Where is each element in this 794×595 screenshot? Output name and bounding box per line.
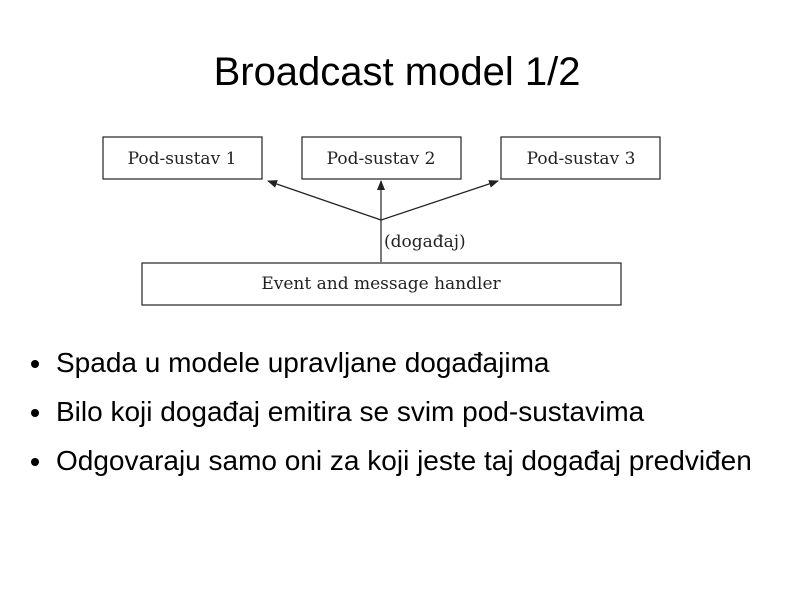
event-label: (događaj) [384, 232, 466, 252]
event-handler-box: Event and message handler [141, 262, 622, 306]
bullet-list: Spada u modele upravljane događajima Bil… [28, 346, 768, 493]
arrow-to-subsystem-1 [267, 180, 382, 221]
subsystem-label-2: Pod-sustav 2 [327, 149, 436, 169]
bullet-dot-icon [31, 360, 39, 368]
slide-title: Broadcast model 1/2 [213, 50, 581, 94]
subsystem-label-3: Pod-sustav 3 [527, 149, 636, 169]
bullet-item-3: Odgovaraju samo oni za koji jeste taj do… [28, 444, 768, 477]
bullet-dot-icon [31, 409, 39, 417]
subsystem-box-2: Pod-sustav 2 [301, 136, 462, 180]
bullet-text-3: Odgovaraju samo oni za koji jeste taj do… [56, 445, 752, 476]
subsystem-label-1: Pod-sustav 1 [128, 149, 237, 169]
bullet-dot-icon [31, 458, 39, 466]
subsystem-box-1: Pod-sustav 1 [102, 136, 263, 180]
bullet-item-2: Bilo koji događaj emitira se svim pod-su… [28, 395, 768, 428]
bullet-item-1: Spada u modele upravljane događajima [28, 346, 768, 379]
subsystem-box-3: Pod-sustav 3 [500, 136, 661, 180]
arrow-to-subsystem-3 [380, 180, 499, 221]
bullet-text-2: Bilo koji događaj emitira se svim pod-su… [56, 396, 645, 427]
bullet-text-1: Spada u modele upravljane događajima [56, 347, 550, 378]
event-handler-label: Event and message handler [261, 274, 501, 294]
